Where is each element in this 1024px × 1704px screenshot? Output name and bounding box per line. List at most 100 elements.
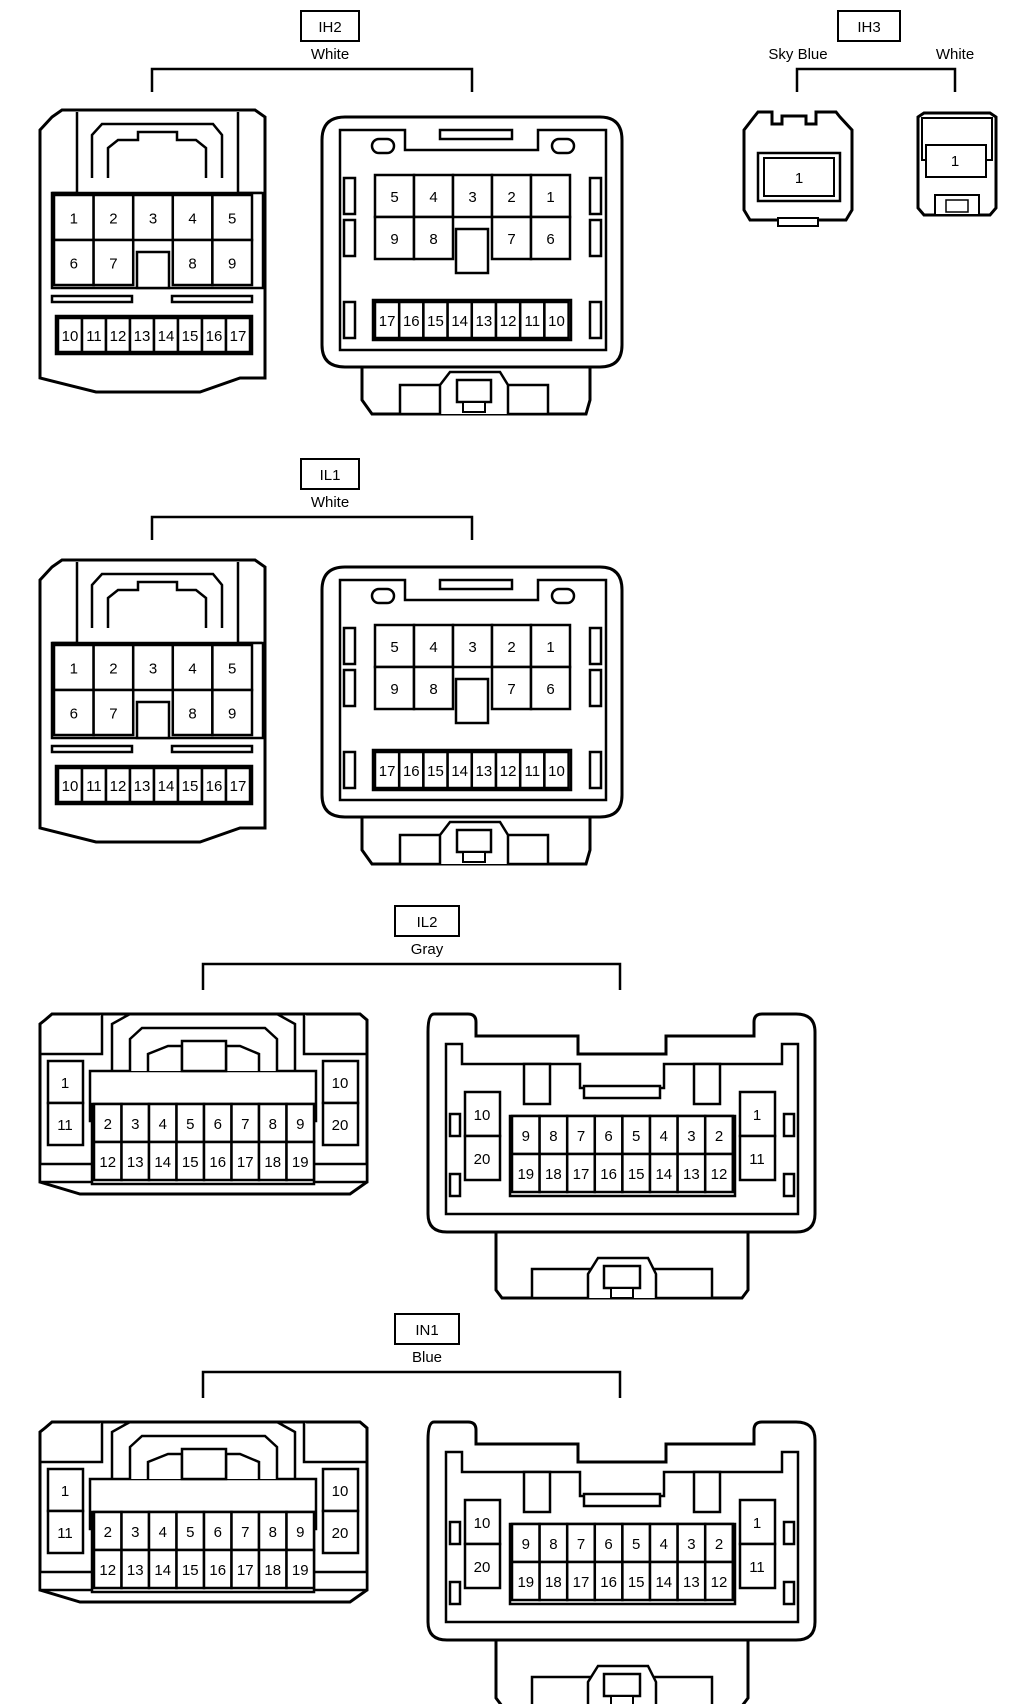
pin-cell: 12 [494,750,522,790]
pin-label: 3 [131,1524,139,1541]
pin-label: 15 [427,763,444,780]
pin-cell: 6 [202,1510,233,1552]
pin-label: 14 [655,1574,672,1591]
pin-cell: 13 [128,316,156,354]
pin-cell: 8 [257,1102,288,1144]
pin-cell: 6 [529,215,572,261]
pin-label: 7 [507,681,515,698]
il1-header: IL1 White [150,458,474,540]
pin-cell: 9 [373,215,416,261]
pin-label: 6 [546,681,554,698]
pin-label: 13 [476,313,493,330]
pin-cell: 8 [412,665,455,711]
pin-cell: 2 [92,643,135,692]
pin-cell: 1 [52,643,95,692]
pin-label: 13 [683,1166,700,1183]
pin-cell: 4 [171,643,214,692]
pin-cell: 9 [285,1510,316,1552]
pin-label: 2 [715,1536,723,1553]
pin-label: 17 [379,313,396,330]
pin-cell: 17 [230,1140,261,1182]
pin-label: 16 [206,778,223,795]
pin-cell: 4 [147,1510,178,1552]
pin-cell: 17 [373,750,401,790]
pin-cell: 18 [538,1152,569,1194]
pin-cell: 10 [543,750,570,790]
pin-cell: 5 [211,193,254,242]
pin-label: 17 [230,778,247,795]
pin-label: 6 [214,1524,222,1541]
pin-cell: 2 [490,623,533,669]
pin-cell: 14 [446,300,474,340]
pin-label: 1 [546,639,554,656]
pin-label: 7 [577,1536,585,1553]
pin-label: 9 [390,231,398,248]
pin-label: 20 [474,1151,491,1168]
pin-label: 7 [241,1524,249,1541]
pin-cell: 2 [92,1102,123,1144]
pin-cell: 14 [152,766,180,804]
pin-cell: 1 [52,193,95,242]
pin-cell: 8 [538,1522,569,1564]
pin-cell: 7 [565,1522,597,1564]
pin-cell: 7 [230,1102,261,1144]
pin-label: 5 [228,211,236,228]
pin-label: 13 [683,1574,700,1591]
pin-label: 2 [507,639,515,656]
pin-cell: 5 [373,623,416,669]
pin-label: 8 [269,1524,277,1541]
pin-label: 11 [749,1559,765,1576]
pin-label: 4 [660,1536,668,1553]
pin-cell: 10 [321,1059,360,1105]
pin-cell: 14 [147,1548,178,1590]
pin-cell: 7 [230,1510,261,1552]
pin-label: 9 [228,706,236,723]
pin-label: 5 [632,1128,640,1145]
pin-label: 16 [209,1154,226,1171]
pin-label: 4 [429,189,437,206]
pin-label: 15 [427,313,444,330]
pin-cell: 9 [373,665,416,711]
pin-label: 6 [546,231,554,248]
pin-label: 10 [548,313,565,330]
pin-cell: 2 [92,193,135,242]
pin-label: 9 [296,1116,304,1133]
pin-cell: 9 [285,1102,316,1144]
pin-cell: 12 [104,766,132,804]
pin-label: 6 [604,1536,612,1553]
pin-label: 10 [332,1075,349,1092]
pin-cell: 15 [175,1548,206,1590]
pin-label: 7 [507,231,515,248]
ih2-header: IH2 White [150,10,474,92]
pin-label: 11 [525,313,541,330]
pin-cell: 5 [211,643,254,692]
pin-label: 1 [753,1515,761,1532]
pin-cell: 20 [321,1101,360,1147]
pin-label: 3 [687,1128,695,1145]
pin-label: 1 [753,1107,761,1124]
pin-label: 14 [158,328,175,345]
pin-label: 20 [332,1525,349,1542]
pin-label: 2 [109,211,117,228]
ih3-color-left: Sky Blue [768,46,827,63]
pin-label: 5 [632,1536,640,1553]
pin-label: 15 [182,1562,199,1579]
pin-cell: 14 [152,316,180,354]
pin-cell: 1 [738,1090,777,1138]
pin-label: 12 [711,1574,728,1591]
pin-label: 9 [296,1524,304,1541]
ih3-skyblue-connector: 1 [742,110,854,227]
pin-label: 2 [104,1524,112,1541]
pin-cell: 7 [565,1114,597,1156]
pin-label: 4 [188,211,196,228]
pin-label: 5 [390,189,398,206]
pin-label: 2 [715,1128,723,1145]
pin-label: 12 [711,1166,728,1183]
pin-label: 20 [474,1559,491,1576]
